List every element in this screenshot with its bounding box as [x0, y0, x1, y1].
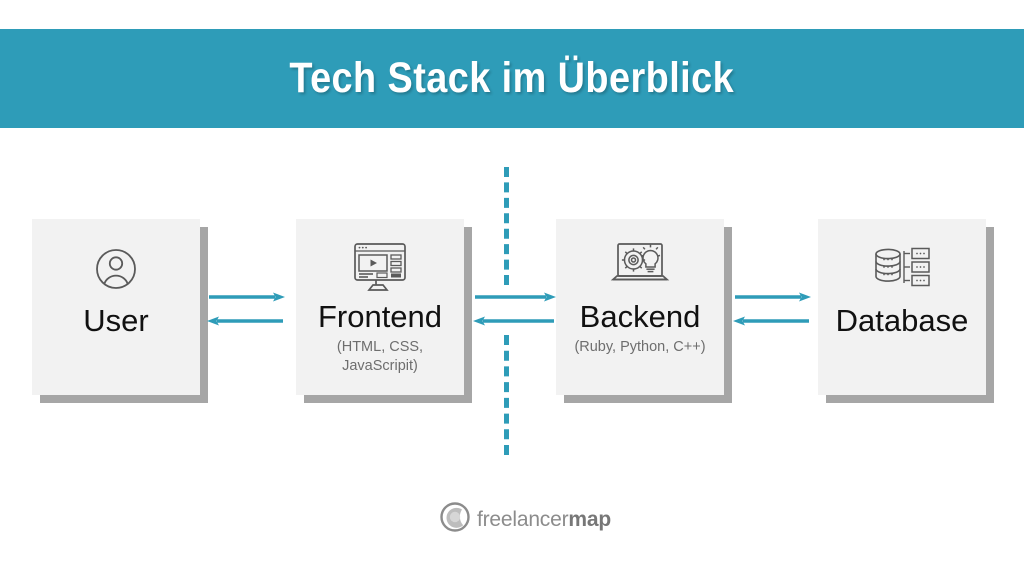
header-band: Tech Stack im Überblick — [0, 29, 1024, 128]
node-backend-sublabel: (Ruby, Python, C++) — [574, 339, 706, 356]
node-frontend-sublabel-line2: JavaScripit) — [342, 357, 418, 374]
connector-frontend-backend — [473, 285, 556, 333]
node-frontend[interactable]: Frontend (HTML, CSS, JavaScripit) — [296, 219, 464, 395]
node-user[interactable]: User — [32, 219, 200, 395]
node-backend[interactable]: Backend (Ruby, Python, C++) — [556, 219, 724, 395]
client-server-divider-bottom — [504, 335, 509, 455]
freelancermap-logo[interactable]: freelancermap — [440, 502, 611, 537]
node-database-label: Database — [835, 303, 969, 338]
connector-user-frontend — [207, 285, 285, 333]
monitor-play-icon — [351, 241, 409, 298]
freelancermap-logo-text: freelancermap — [477, 508, 611, 532]
page-title: Tech Stack im Überblick — [289, 54, 735, 102]
diagram-canvas: User Frontend — [0, 128, 1024, 576]
connector-backend-database — [733, 285, 811, 333]
node-frontend-sublabel: (HTML, CSS, JavaScripit) — [337, 338, 423, 375]
client-server-divider-top — [504, 167, 509, 285]
laptop-gear-bulb-icon — [609, 241, 671, 294]
node-backend-label: Backend — [579, 299, 701, 334]
node-frontend-sublabel-line1: (HTML, CSS, — [336, 339, 424, 356]
node-user-label: User — [83, 303, 149, 338]
node-database[interactable]: Database — [818, 219, 986, 395]
database-records-icon — [872, 245, 932, 298]
freelancermap-logo-mark — [440, 502, 470, 537]
user-circle-icon — [92, 245, 140, 298]
logo-text-light: freelancer — [477, 507, 569, 531]
node-frontend-label: Frontend — [317, 299, 443, 334]
logo-text-bold: map — [568, 507, 611, 531]
